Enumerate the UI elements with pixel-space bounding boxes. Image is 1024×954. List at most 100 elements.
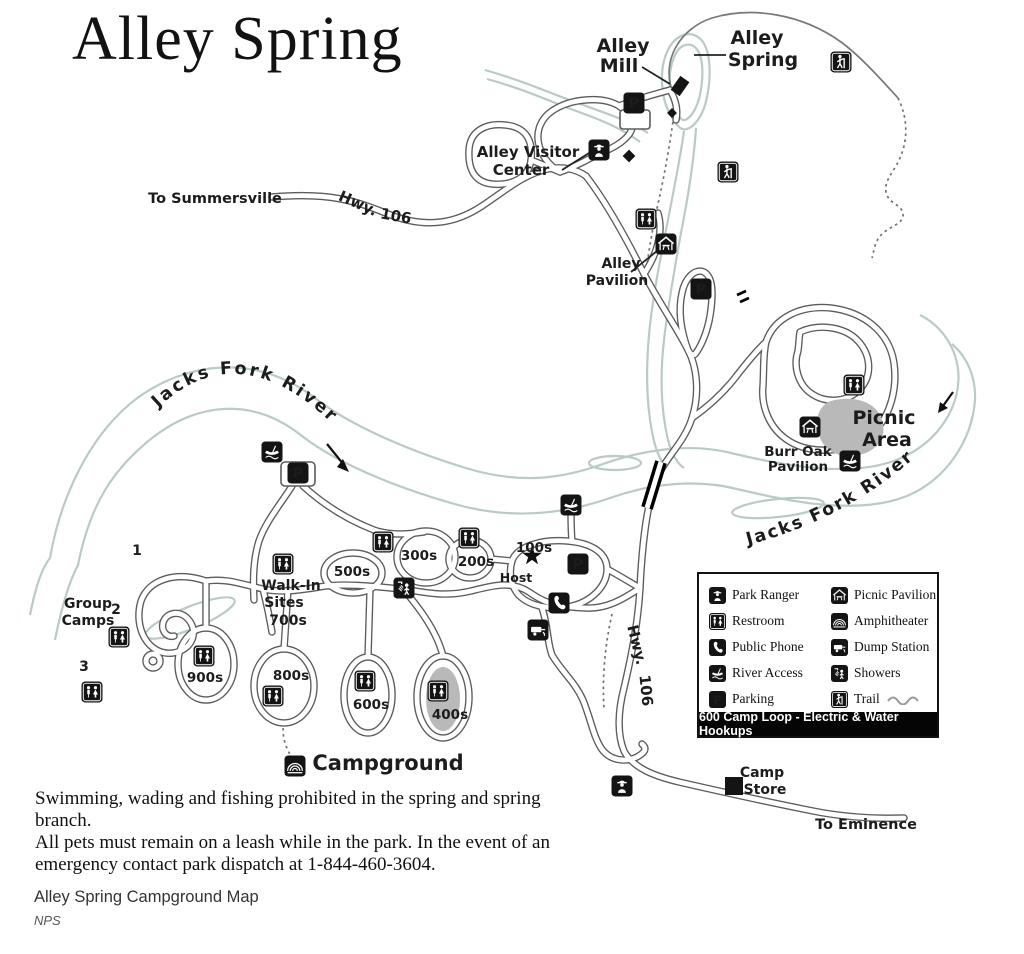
trails [282, 11, 907, 760]
alley-spring-map: P [28, 5, 977, 833]
group-camp-3-label: 3 [79, 659, 89, 675]
building-marker [622, 149, 636, 163]
restroom-icon [843, 374, 865, 396]
caption-title: Alley Spring Campground Map [34, 888, 259, 906]
showers-icon [393, 577, 415, 599]
legend-item-restroom: Restroom [709, 608, 827, 634]
loop-200s-label: 200s [458, 554, 494, 570]
park-notes: Swimming, wading and fishing prohibited … [35, 788, 595, 876]
picnic-area-shade [816, 398, 884, 457]
alley-spring-pool [660, 33, 711, 131]
walk-in-sites-label: 700s [269, 613, 307, 629]
camp-store-label: Camp [740, 765, 784, 781]
legend-item-amphitheater: Amphitheater [831, 608, 936, 634]
trail-squiggle [886, 696, 919, 705]
amphitheater-icon [831, 612, 848, 630]
group-camps-label: Group [64, 596, 112, 612]
legend-item-dump-station: Dump Station [831, 634, 936, 660]
river-access-icon [839, 450, 861, 472]
alley-mill-label: Alley [596, 35, 650, 57]
group-camps-label: Camps [62, 613, 115, 629]
river-flow-arrow-left [326, 443, 349, 472]
map-title: Alley Spring [72, 5, 403, 73]
walk-in-sites-label: Walk-In [261, 578, 321, 594]
legend-item-trail: Trail [831, 686, 936, 712]
alley-spring-label: Spring [728, 49, 798, 71]
park-ranger-icon [709, 586, 726, 604]
parking-icon [709, 690, 726, 708]
loop-300s-label: 300s [401, 548, 437, 564]
alley-spring-pool-contour [668, 43, 704, 122]
campground-label: Campground [312, 751, 463, 775]
alley-pavilion-label: Pavilion [586, 273, 648, 289]
campground-trail [602, 613, 613, 709]
parking-icon [567, 553, 589, 575]
river-island [731, 496, 825, 520]
camp-store-label: Store [744, 782, 787, 798]
restroom-icon [193, 645, 215, 667]
spring-run-east-bank [660, 127, 698, 469]
pavilion-bridge [736, 289, 750, 304]
picnic-area-label: Picnic [852, 407, 915, 429]
restroom-icon [81, 681, 103, 703]
legend-item-park-ranger: Park Ranger [709, 582, 827, 608]
dump-station-icon [831, 638, 848, 656]
restroom-icon [262, 685, 284, 707]
loop-500s-label: 500s [334, 564, 370, 580]
legend-item-public-phone: Public Phone [709, 634, 827, 660]
figure-caption: Alley Spring Campground Map NPS [34, 888, 259, 928]
picnic-area-label: Area [862, 429, 912, 451]
jacks-fork-river-label-left: Jacks Fork River [147, 359, 339, 427]
hwy-106-label: 106 [379, 204, 413, 227]
public-phone-icon [548, 592, 570, 614]
note-line: emergency contact park dispatch at 1-844… [35, 854, 436, 875]
legend-footer: 600 Camp Loop - Electric & Water Hookups [699, 710, 937, 738]
hwy-106-label: Hwy. [336, 187, 380, 220]
parking-icon [287, 462, 309, 484]
loop-600s-label: 600s [353, 697, 389, 713]
legend-box: Park Ranger Restroom Public Phone River … [697, 572, 939, 738]
picnic-pavilion-icon [799, 416, 821, 438]
jacks-fork-lower-bank [53, 343, 977, 641]
trail-icon [717, 161, 739, 183]
loop-100s-label: 100s [516, 540, 552, 556]
alley-mill-building [670, 75, 690, 97]
rivers [28, 33, 977, 641]
public-phone-icon [709, 638, 726, 656]
park-ranger-icon [611, 775, 633, 797]
river-flow-arrow-right [938, 391, 954, 413]
caption-source: NPS [34, 913, 61, 928]
visitor-center-label: Center [493, 161, 550, 179]
picnic-pavilion-icon [831, 586, 848, 604]
trail-icon [831, 690, 848, 708]
camp-store-building [725, 777, 743, 795]
hwy-106-label: 106 [635, 674, 656, 707]
to-summersville-label: To Summersville [148, 191, 282, 207]
river-access-icon [709, 664, 726, 682]
to-eminence-label: To Eminence [815, 817, 917, 833]
restroom-icon [427, 680, 449, 702]
restroom-icon [635, 208, 657, 230]
alley-pavilion-label: Alley [601, 256, 640, 272]
alley-spring-label: Alley [730, 27, 784, 49]
spring-overlook-trail [668, 11, 899, 99]
river-island [587, 454, 643, 472]
restroom-icon [108, 626, 130, 648]
group-camp-1-label: 1 [132, 543, 142, 559]
loop-900s-label: 900s [187, 670, 223, 686]
jacks-fork-upper-bank [28, 314, 960, 616]
spring-branch-lower [486, 77, 641, 143]
note-line: Swimming, wading and fishing prohibited … [35, 788, 541, 831]
restroom-icon [354, 670, 376, 692]
legend-item-showers: Showers [831, 660, 936, 686]
amphitheater-trail [282, 721, 294, 760]
loop-400s-label: 400s [432, 707, 468, 723]
river-access-icon [261, 441, 283, 463]
restroom-icon [372, 531, 394, 553]
amphitheater-icon [284, 755, 306, 777]
showers-icon [831, 664, 848, 682]
restroom-icon [709, 612, 726, 630]
restroom-icon [272, 553, 294, 575]
spring-run-west-bank [645, 130, 686, 469]
picnic-pavilion-icon [655, 233, 677, 255]
